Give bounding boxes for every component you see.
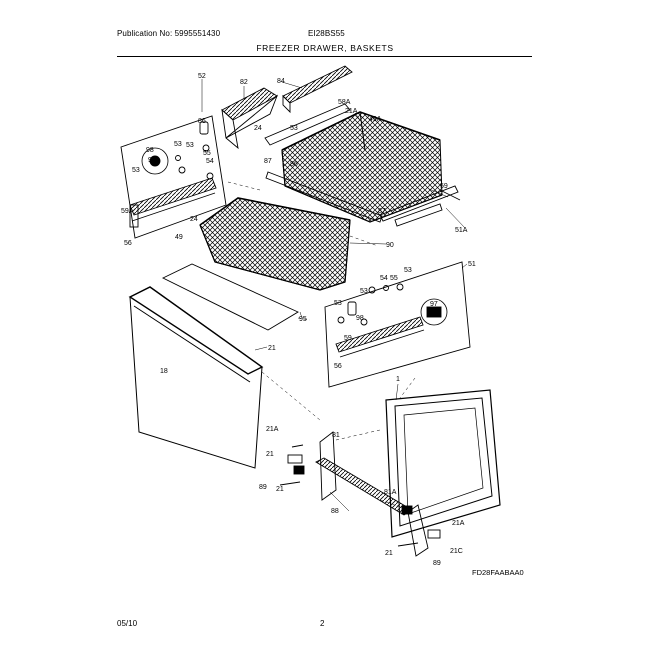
callout-59: 59	[440, 183, 448, 190]
callout-53-d: 53	[404, 267, 412, 274]
callout-59a-a: 59A	[121, 208, 134, 215]
callout-51: 51	[468, 261, 476, 268]
lower-basket	[199, 197, 351, 291]
callout-54-a: 54	[206, 158, 214, 165]
upper-basket	[281, 111, 443, 223]
glass-shelf	[161, 263, 299, 331]
callout-89-r: 89	[433, 560, 441, 567]
model-number: EI28BS55	[308, 29, 345, 38]
callout-87-a: 87	[264, 158, 272, 165]
assembly-lines	[227, 181, 416, 511]
callout-86: 86	[198, 118, 206, 125]
callout-82: 82	[240, 79, 248, 86]
callout-84: 84	[277, 78, 285, 85]
callout-24-a: 24	[190, 216, 198, 223]
callout-56-b: 56	[334, 363, 342, 370]
callout-1: 1	[396, 376, 400, 383]
section-title: FREEZER DRAWER, BASKETS	[256, 43, 394, 53]
bottom-hardware	[279, 431, 441, 557]
callout-97-a: 97	[148, 157, 156, 164]
callout-24-b: 24	[254, 125, 262, 132]
callout-81a: 81A	[384, 489, 397, 496]
leader-lines	[201, 79, 468, 512]
callout-95: 95	[299, 316, 307, 323]
callout-21-l: 21	[266, 451, 274, 458]
callouts: 52 82 84 86 53 53 55 54 98 97 53 59A 56 …	[121, 73, 476, 567]
callout-21: 21	[268, 345, 276, 352]
callout-53-c: 53	[132, 167, 140, 174]
callout-21a-top: 21A	[345, 108, 358, 115]
callout-98-b: 98	[356, 315, 364, 322]
callout-87-b: 87	[378, 208, 386, 215]
callout-88: 88	[331, 508, 339, 515]
publication-number: Publication No: 5995551430	[117, 29, 221, 38]
left-slide-panel	[120, 115, 227, 239]
callout-53-b: 53	[174, 141, 182, 148]
upper-rails	[264, 103, 461, 227]
callout-56-a: 56	[124, 240, 132, 247]
vent-grilles	[221, 65, 353, 150]
callout-58a: 58A	[338, 99, 351, 106]
callout-21a-l: 21A	[266, 426, 279, 433]
callout-21-b: 21	[276, 486, 284, 493]
callout-98-a: 98	[146, 147, 154, 154]
right-slide-panel	[324, 261, 471, 388]
drawer-front	[128, 286, 264, 469]
callout-21c: 21C	[450, 548, 463, 555]
callout-53-upper: 53	[290, 125, 298, 132]
callout-53-f: 53	[334, 300, 342, 307]
callout-90: 90	[386, 242, 394, 249]
callout-53-e: 53	[360, 288, 368, 295]
header-rule	[117, 56, 532, 57]
callout-89-l: 89	[259, 484, 267, 491]
callout-18: 18	[160, 368, 168, 375]
callout-53-a: 53	[186, 142, 194, 149]
callout-86-b: 86	[290, 161, 298, 168]
callout-49a: 49A	[369, 116, 382, 123]
footer-date: 05/10	[117, 619, 138, 628]
drawing-code: FD28FAABAA0	[472, 568, 524, 577]
callout-55-b: 55	[390, 275, 398, 282]
callout-97-b: 97	[430, 301, 438, 308]
callout-59-b: 59	[344, 335, 352, 342]
callout-51a: 51A	[455, 227, 468, 234]
page-number: 2	[320, 619, 325, 628]
callout-55: 55	[203, 150, 211, 157]
callout-21a-r: 21A	[452, 520, 465, 527]
callout-54-b: 54	[380, 275, 388, 282]
gasket-frame	[385, 389, 501, 538]
callout-21-r: 21	[385, 550, 393, 557]
callout-81: 81	[332, 432, 340, 439]
callout-52: 52	[198, 73, 206, 80]
callout-49-a: 49	[175, 234, 183, 241]
